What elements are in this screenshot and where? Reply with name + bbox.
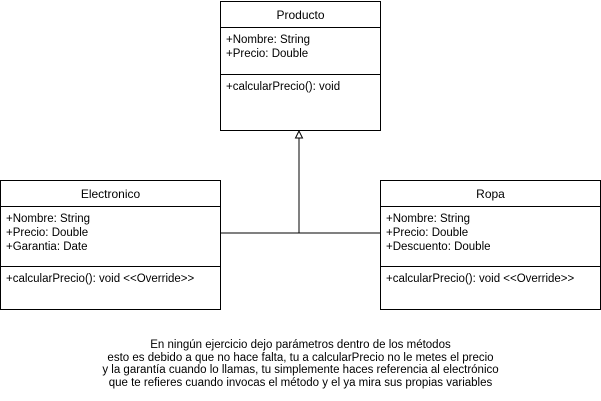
note-line: que te refieres cuando invocas el método…	[108, 376, 493, 389]
inheritance-arrowhead-icon	[294, 129, 304, 139]
attribute: +Nombre: String	[6, 213, 91, 225]
class-ropa-name: Ropa	[381, 181, 600, 207]
attribute: +Nombre: String	[386, 213, 471, 225]
note-line: esto es debido a que no hace falta, tu a…	[107, 351, 494, 364]
method: +calcularPrecio(): void	[226, 81, 341, 93]
method: +calcularPrecio(): void <<Override>>	[6, 273, 195, 285]
attribute: +Precio: Double	[386, 227, 469, 239]
class-producto[interactable]: Producto +Nombre: String +Precio: Double…	[220, 1, 381, 131]
note-line: En ningún ejercicio dejo parámetros dent…	[150, 339, 451, 351]
note-line: y la garantía cuando lo llamas, tu simpl…	[102, 364, 499, 376]
attribute: +Descuento: Double	[386, 241, 491, 253]
class-producto-name: Producto	[221, 2, 380, 28]
class-producto-attributes: +Nombre: String +Precio: Double	[221, 28, 380, 75]
attribute: +Nombre: String	[226, 34, 311, 46]
class-electronico-methods: +calcularPrecio(): void <<Override>>	[1, 267, 220, 286]
diagram-note: En ningún ejercicio dejo parámetros dent…	[30, 339, 571, 389]
method: +calcularPrecio(): void <<Override>>	[386, 273, 575, 285]
class-producto-methods: +calcularPrecio(): void	[221, 75, 380, 94]
class-electronico-attributes: +Nombre: String +Precio: Double +Garanti…	[1, 207, 220, 267]
class-electronico-name: Electronico	[1, 181, 220, 207]
class-ropa-methods: +calcularPrecio(): void <<Override>>	[381, 267, 600, 286]
attribute: +Garantia: Date	[6, 241, 88, 253]
class-electronico[interactable]: Electronico +Nombre: String +Precio: Dou…	[0, 180, 221, 310]
class-ropa[interactable]: Ropa +Nombre: String +Precio: Double +De…	[380, 180, 601, 310]
class-ropa-attributes: +Nombre: String +Precio: Double +Descuen…	[381, 207, 600, 267]
attribute: +Precio: Double	[6, 227, 89, 239]
attribute: +Precio: Double	[226, 48, 309, 60]
